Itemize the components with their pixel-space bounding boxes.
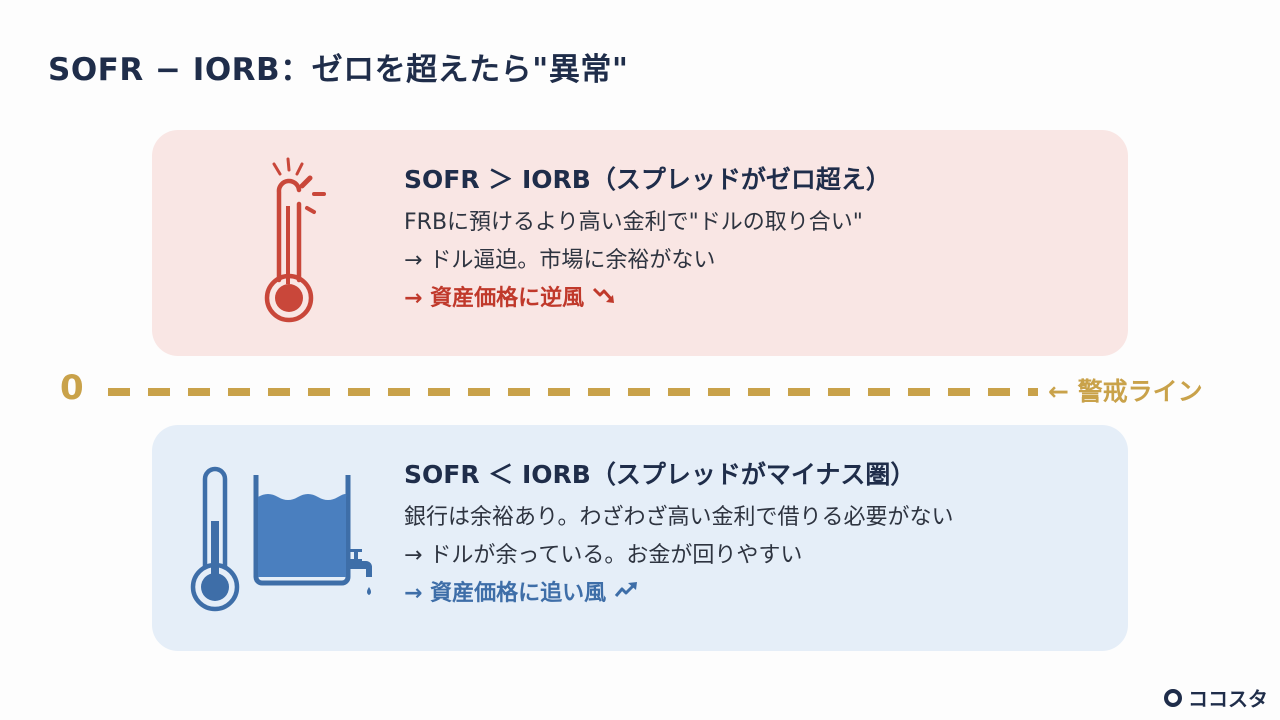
page-title: SOFR − IORB：ゼロを超えたら"異常" [48, 52, 629, 88]
lower-card-line: → ドルが余っている。お金が回りやすい [404, 543, 803, 568]
zero-warning-line: 0 ← 警戒ライン [0, 368, 1280, 412]
zero-label: 0 [60, 368, 84, 408]
brand-name: ココスタ [1188, 687, 1268, 711]
upper-card-line: → ドル逼迫。市場に余裕がない [404, 248, 716, 273]
lower-card-spread-negative: SOFR ＜ IORB（スプレッドがマイナス圏） 銀行は余裕あり。わざわざ高い金… [152, 425, 1128, 651]
dashed-threshold-line [108, 388, 1038, 396]
upper-card-heading: SOFR ＞ IORB（スプレッドがゼロ超え） [404, 165, 891, 194]
lower-card-text: SOFR ＜ IORB（スプレッドがマイナス圏） 銀行は余裕あり。わざわざ高い金… [404, 451, 954, 613]
lower-card-impact: → 資産価格に追い風 [404, 575, 954, 613]
upper-card-spread-positive: SOFR ＞ IORB（スプレッドがゼロ超え） FRBに預けるより高い金利で"ド… [152, 130, 1128, 356]
upper-card-impact-text: → 資産価格に逆風 [404, 286, 585, 311]
lower-card-impact-text: → 資産価格に追い風 [404, 581, 607, 606]
warning-line-label: ← 警戒ライン [1048, 377, 1203, 406]
thermometer-bursting-icon [262, 156, 342, 330]
brand-logo: ココスタ [1164, 683, 1268, 712]
thermometer-low-icon [188, 465, 242, 619]
upper-card-line: FRBに預けるより高い金利で"ドルの取り合い" [404, 210, 863, 235]
trend-up-icon [614, 575, 640, 613]
trend-down-icon [592, 280, 618, 318]
lower-card-line: 銀行は余裕あり。わざわざ高い金利で借りる必要がない [404, 505, 954, 530]
upper-card-impact: → 資産価格に逆風 [404, 280, 891, 318]
brand-circle-icon [1164, 688, 1182, 707]
upper-card-text: SOFR ＞ IORB（スプレッドがゼロ超え） FRBに預けるより高い金利で"ド… [404, 156, 891, 318]
water-tank-faucet-icon [248, 473, 378, 617]
lower-card-heading: SOFR ＜ IORB（スプレッドがマイナス圏） [404, 460, 916, 489]
